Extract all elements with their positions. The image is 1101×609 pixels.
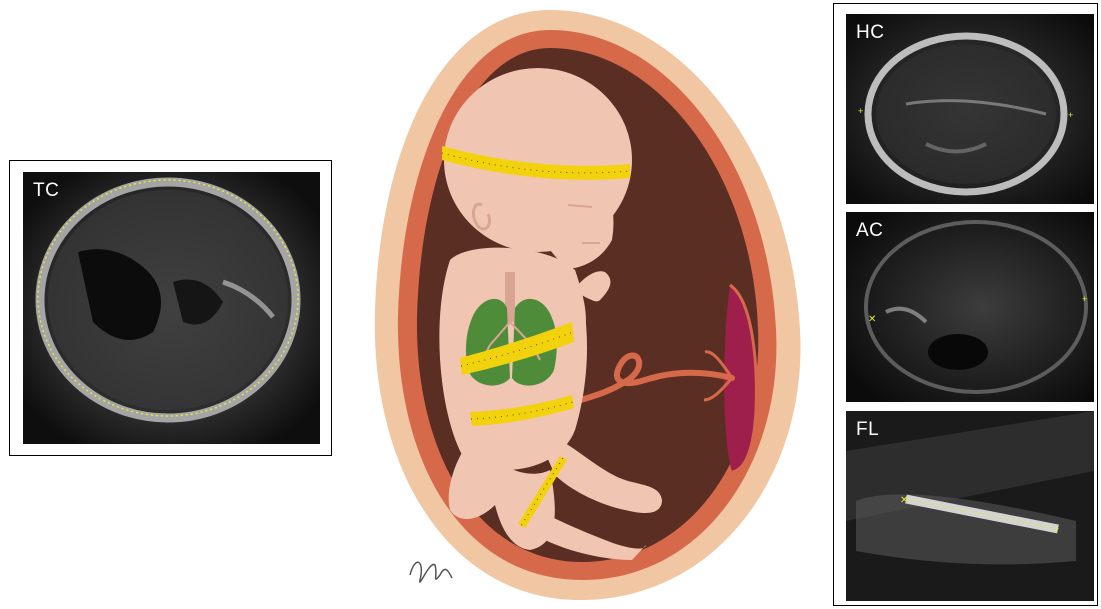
svg-text:+: +: [1082, 294, 1087, 304]
fetus-in-uterus-illustration: [360, 0, 820, 609]
fl-ultrasound-image: ✕ + FL: [846, 411, 1094, 601]
hc-ultrasound-image: + + HC: [846, 14, 1094, 204]
svg-text:+: +: [1068, 110, 1073, 120]
ac-ultrasound-image: ✕ + AC: [846, 212, 1094, 402]
svg-text:✕: ✕: [868, 314, 876, 325]
svg-text:+: +: [1054, 524, 1059, 534]
artist-signature: [410, 562, 452, 582]
ac-label: AC: [856, 220, 883, 242]
tc-ultrasound-image: TC: [23, 172, 320, 444]
fl-label: FL: [856, 419, 879, 441]
tc-label: TC: [33, 180, 59, 202]
hc-label: HC: [856, 22, 884, 44]
svg-text:✕: ✕: [900, 495, 908, 506]
svg-text:+: +: [858, 106, 863, 116]
